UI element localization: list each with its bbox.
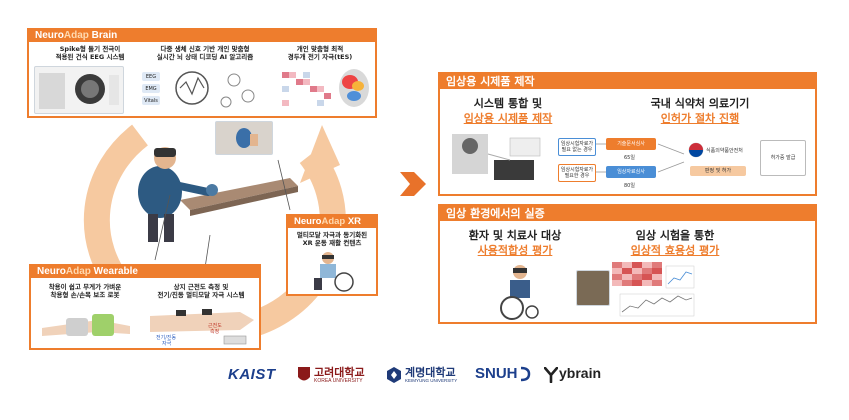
korea-univ-logo: 고려대학교 KOREA UNIVERSITY [297,364,377,386]
clinical-trial-photo [576,270,610,306]
mfds-logo: 식품의약품안전처 [688,140,748,162]
emg-label-1: 근전도 [208,323,222,329]
signal-eeg-label: EEG [142,72,160,81]
brain-title-prefix: Neuro [35,29,64,41]
tes-head-image [336,66,372,112]
eeg-headset-image [34,66,124,114]
ai-decoding-diagram: EEG EMG Vitals [142,66,262,114]
prototype-header: 임상용 시제품 제작 [438,72,817,89]
xr-title-accent: Adap [321,215,346,227]
brain-item-2-caption: 다중 생체 신호 기반 개인 맞춤형 실시간 뇌 상태 디코딩 AI 알고리즘 [156,45,254,61]
brain-title-suffix: Brain [88,29,118,41]
korea-univ-name: 고려대학교 [314,366,365,379]
stim-label-1: 전기/진동 [156,335,177,341]
emg-label-2: 측정 [210,329,220,335]
kaist-logo: KAIST [228,366,276,383]
xr-title-suffix: XR [345,215,362,227]
validation-title: 임상 환경에서의 실증 [446,206,545,220]
keimyung-univ-name: 계명대학교 [405,366,456,379]
right-arrow [400,172,426,196]
emg-stim-arm-image: 근전도 측정 전기/진동 자극 [150,302,255,347]
signal-emg-label: EMG [142,84,160,93]
xr-title-prefix: Neuro [294,215,322,227]
hand-robot-image [38,302,134,344]
tes-heatmap [282,72,332,110]
wearable-item-1-caption: 착용이 쉽고 무게가 가벼운 착용형 손/손목 보조 로봇 [48,283,122,299]
connector-lines [154,159,291,269]
validation-header: 임상 환경에서의 실증 [438,204,817,221]
flow-arrows [596,143,685,173]
system-integration-image [450,130,548,192]
wearable-title-accent: Adap [65,265,91,277]
stim-label-2: 자극 [162,341,172,347]
ybrain-logo: ybrain [544,364,614,386]
snuh-mark-icon [520,366,531,382]
wearable-title-suffix: Wearable [90,265,138,277]
prototype-right-subtitle: 국내 식약처 의료기기 인허가 절차 진행 [650,97,750,125]
validation-left-subtitle: 환자 및 치료사 대상 사용적합성 평가 [468,229,562,257]
flow-review: 판정 및 허가 [690,166,746,176]
flow-days-1: 65일 [624,155,635,161]
validation-right-subtitle: 임상 시험을 통한 임상적 효용성 평가 [630,229,720,257]
xr-header: NeuroAdap XR [286,214,378,228]
keimyung-univ-logo: 계명대학교 KEIMYUNG UNIVERSITY [386,364,470,386]
flow-step-2: 임상자료심사 [606,166,656,178]
wearable-item-2-caption: 상지 근전도 측정 및 전기/진동 멀티모달 자극 시스템 [157,283,245,299]
prototype-left-subtitle: 시스템 통합 및 임상용 시제품 제작 [463,97,553,125]
prototype-title: 임상용 시제품 제작 [446,74,535,88]
hand-photo [215,121,273,155]
ybrain-mark-icon [544,367,558,383]
flow-step-1: 기술문서심사 [606,138,656,150]
flow-issue: 허가증 발급 [760,140,806,176]
snuh-logo: SNUH [475,364,535,386]
flow-days-2: 80일 [624,183,635,189]
brain-item-1-caption: Spike형 돌기 전극이 적용된 건식 EEG 시스템 [55,45,125,61]
center-illustration [120,130,300,250]
snuh-name: SNUH [475,365,518,382]
brain-item-3-caption: 개인 맞춤형 최적 경두개 전기 자극(tES) [287,45,353,61]
signal-vitals-label: Vitals [142,96,160,105]
xr-rehab-image [300,250,364,292]
flow-case-1: 임상시험자료가 필요 없는 경우 [558,138,596,156]
flow-case-2: 임상시험자료가 필요한 경우 [558,164,596,182]
korea-univ-name-en: KOREA UNIVERSITY [314,378,363,384]
keimyung-univ-name-en: KEIMYUNG UNIVERSITY [405,378,458,383]
brain-title-accent: Adap [63,29,89,41]
trial-results-thumbnail [612,262,696,318]
wearable-title-prefix: Neuro [37,265,66,277]
xr-caption: 멀티모달 자극과 동기화된 XR 운동 재활 컨텐츠 [296,231,368,247]
brain-header: NeuroAdap Brain [27,28,377,42]
mfds-label: 식품의약품안전처 [706,148,743,154]
ybrain-name: ybrain [559,365,602,381]
patient-wheelchair-image [490,262,550,322]
wearable-header: NeuroAdap Wearable [29,264,261,278]
